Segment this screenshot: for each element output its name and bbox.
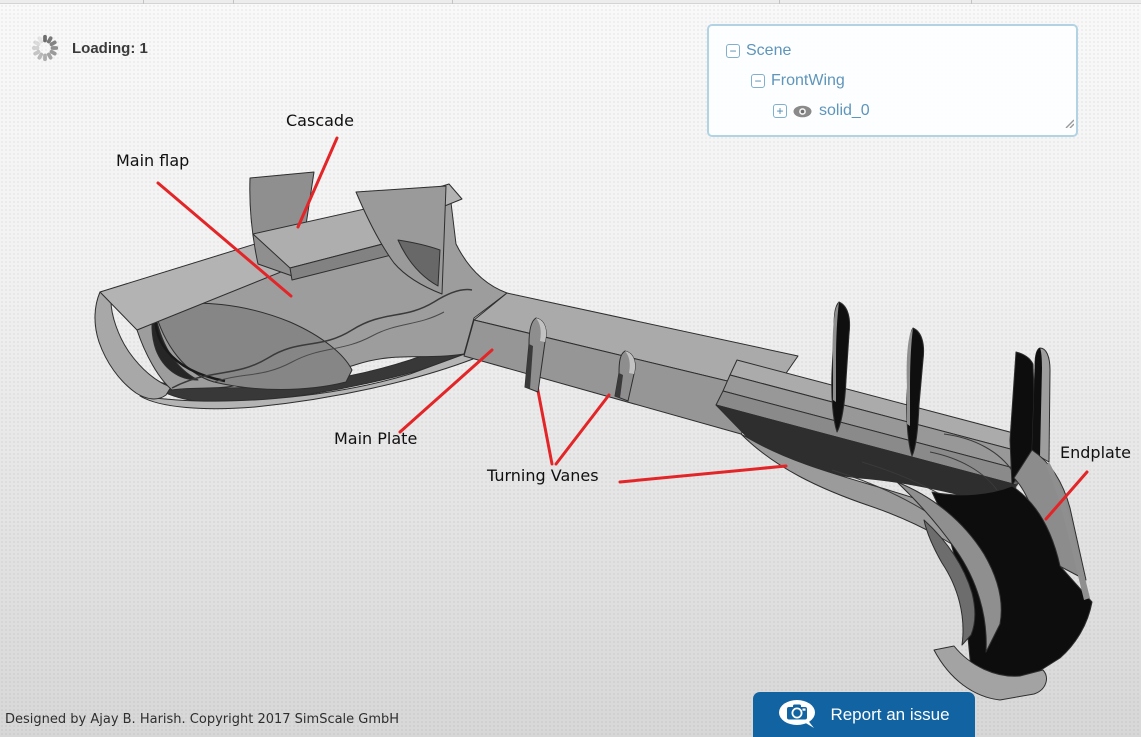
browser-tab-strip bbox=[0, 0, 1141, 4]
visibility-eye-icon[interactable] bbox=[793, 105, 812, 118]
tree-item-scene[interactable]: − Scene bbox=[709, 40, 1076, 62]
annotation-leader-lines bbox=[156, 136, 1089, 521]
tree-item-label[interactable]: FrontWing bbox=[771, 72, 845, 89]
loading-text: Loading: 1 bbox=[72, 39, 148, 57]
tab-separator bbox=[971, 0, 972, 4]
tab-separator bbox=[779, 0, 780, 4]
tree-item-solid-0[interactable]: + solid_0 bbox=[709, 100, 1076, 122]
tree-item-label[interactable]: solid_0 bbox=[819, 102, 870, 119]
annotation-label-main-flap: Main flap bbox=[116, 151, 190, 170]
leader-turning-vane-3 bbox=[618, 464, 788, 484]
frontwing-model[interactable] bbox=[94, 171, 1093, 701]
camera-speech-bubble-icon bbox=[778, 699, 819, 730]
collapse-icon[interactable]: − bbox=[751, 74, 765, 88]
tab-separator bbox=[233, 0, 234, 4]
tree-item-label[interactable]: Scene bbox=[746, 42, 792, 59]
annotation-label-main-plate: Main Plate bbox=[334, 429, 418, 448]
loading-indicator: Loading: 1 bbox=[30, 33, 148, 63]
tab-separator bbox=[143, 0, 144, 4]
turning-vanes-group[interactable] bbox=[524, 317, 636, 402]
resize-handle-icon[interactable] bbox=[1064, 115, 1075, 133]
leader-endplate bbox=[1044, 470, 1089, 521]
leader-main-plate bbox=[398, 348, 494, 434]
loading-spinner-icon bbox=[31, 34, 59, 62]
report-issue-button[interactable]: Report an issue bbox=[753, 692, 975, 737]
leader-cascade bbox=[296, 136, 339, 229]
expand-icon[interactable]: + bbox=[773, 104, 787, 118]
tree-item-frontwing[interactable]: − FrontWing bbox=[709, 70, 1076, 92]
annotation-label-turning-vanes: Turning Vanes bbox=[487, 466, 599, 485]
copyright-credit: Designed by Ajay B. Harish. Copyright 20… bbox=[5, 712, 400, 727]
annotation-label-cascade: Cascade bbox=[286, 111, 354, 130]
collapse-icon[interactable]: − bbox=[726, 44, 740, 58]
tab-separator bbox=[452, 0, 453, 4]
annotation-label-endplate: Endplate bbox=[1060, 443, 1131, 462]
scene-tree-panel: − Scene − FrontWing + solid_0 bbox=[707, 24, 1078, 137]
report-issue-label: Report an issue bbox=[830, 704, 950, 724]
leader-turning-vane-2 bbox=[554, 393, 611, 466]
leader-main-flap bbox=[156, 181, 293, 298]
